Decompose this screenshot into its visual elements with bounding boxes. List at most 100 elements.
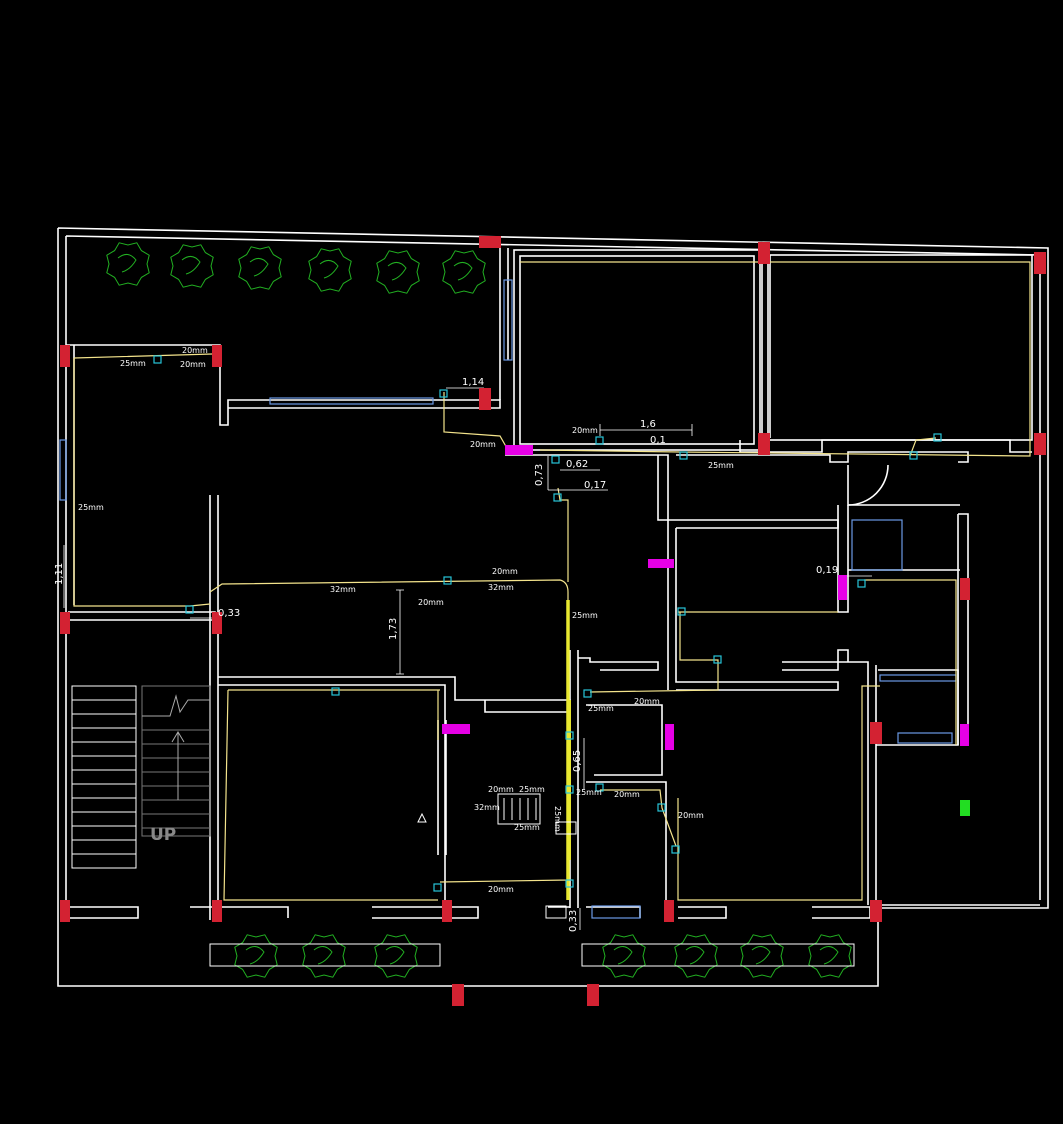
tree-leaf: [313, 946, 333, 965]
dimension-labels: 1,14 1,6 0,1 0,62 0,73 0,17 0,19 1,11 0,…: [54, 377, 838, 932]
pipe-fitting-icon: [185, 605, 194, 614]
pipe-bath-link: [600, 789, 677, 847]
tree-leaf: [245, 946, 265, 965]
pipe-fitting-icon: [551, 455, 560, 464]
hall-wall-bottom: [218, 684, 446, 905]
floor-drain-icon: [960, 800, 970, 816]
stair-break-line: [142, 694, 210, 717]
pipe-fitting-icon: [565, 785, 574, 794]
tree-symbol-icon: [302, 934, 346, 978]
room-top-middle: [513, 249, 761, 451]
pipe-label: 25mm: [120, 359, 146, 368]
window-bottom: [591, 905, 641, 919]
pipe-label: 20mm: [678, 811, 704, 820]
stairs: [71, 685, 211, 869]
pipe-kitchen-loop: [589, 611, 838, 693]
room-top-right-wall: [761, 255, 771, 450]
tree-outline: [442, 250, 486, 294]
outer-boundary-wall: [57, 227, 1049, 987]
dimension-label: 1,11: [54, 563, 65, 585]
tree-symbol-icon: [674, 934, 718, 978]
stair-up-label: UP: [150, 825, 176, 845]
door-swing: [847, 464, 889, 506]
pipe-fitting-icon: [671, 845, 680, 854]
pipe-topright-link: [909, 437, 937, 457]
bath-box: [586, 704, 663, 776]
top-middle-wall: [499, 240, 509, 400]
column-icon: [1034, 433, 1046, 455]
dimension-label: 0,1: [650, 435, 666, 446]
pipe-fitting-icon: [583, 689, 592, 698]
tree-symbol-icon: [374, 934, 418, 978]
pipe-top-corridor: [443, 261, 1031, 457]
planter-right: [581, 943, 855, 967]
pipe-label: 25mm: [514, 823, 540, 832]
pipe-label: 20mm: [470, 440, 496, 449]
column-icon: [60, 900, 70, 922]
column-icon: [60, 612, 70, 634]
pipe-label: 25mm: [708, 461, 734, 470]
mini-stair: [545, 905, 567, 919]
tree-outline: [234, 934, 278, 978]
pipe-label: 32mm: [474, 803, 500, 812]
radiator-icon: [505, 445, 533, 455]
pipe-label: 20mm: [572, 426, 598, 435]
pipes: [73, 261, 1031, 901]
tree-leaf: [751, 946, 771, 965]
pipe-fitting-icon: [553, 493, 562, 502]
tree-symbol-icon: [170, 244, 214, 288]
column-icon: [442, 900, 452, 922]
stair-outline-2: [141, 685, 211, 837]
tree-leaf: [249, 258, 269, 277]
pipe-fitting-icon: [153, 355, 162, 364]
tree-outline: [302, 934, 346, 978]
column-icon: [479, 236, 501, 248]
dimension-lines: [63, 387, 872, 930]
tree-outline: [106, 242, 150, 286]
tree-symbol-icon: [106, 242, 150, 286]
tree-symbol-icon: [376, 250, 420, 294]
stair-treads: [72, 699, 210, 855]
column-icon: [212, 345, 222, 367]
pipe-right-loop: [677, 685, 880, 901]
tree-leaf: [613, 946, 633, 965]
pipe-fitting-icon: [933, 433, 942, 442]
radiator-icon: [648, 559, 674, 568]
dimension-label: 0,33: [218, 608, 240, 619]
tree-outline: [374, 934, 418, 978]
dimension-label: 0,62: [566, 459, 588, 470]
tree-leaf: [453, 262, 473, 281]
column-icon: [212, 612, 222, 634]
pipe-fitting-icon: [595, 783, 604, 792]
heaters: [442, 445, 969, 750]
tree-outline: [674, 934, 718, 978]
tree-outline: [308, 248, 352, 292]
dim-line-1-6: [599, 424, 693, 436]
pipe-fitting-icon: [677, 607, 686, 616]
tree-symbol-icon: [740, 934, 784, 978]
column-icon: [960, 578, 970, 600]
pipe-label: 20mm: [182, 346, 208, 355]
pipe-label: 25mm: [519, 785, 545, 794]
tree-symbol-icon: [442, 250, 486, 294]
pipe-fitting-icon: [433, 883, 442, 892]
radiator-icon: [665, 724, 674, 750]
column-icon: [758, 433, 770, 455]
bath-wall: [437, 720, 447, 855]
dimension-label: 0,19: [816, 565, 838, 576]
pipe-fitting-icon: [909, 451, 918, 460]
dimension-label: 1,73: [388, 618, 399, 640]
pipe-fitting-icon: [565, 731, 574, 740]
pipe-size-labels: 20mm 20mm 25mm 20mm 20mm 25mm 25mm 20mm …: [78, 346, 734, 894]
tree-outline: [238, 246, 282, 290]
tree-symbol-icon: [602, 934, 646, 978]
pipe-label: 25mm: [576, 788, 602, 797]
column-icon: [479, 388, 491, 410]
tree-leaf: [385, 946, 405, 965]
pipe-label: 25mm: [588, 704, 614, 713]
pipe-fitting-icon: [857, 579, 866, 588]
pipe-fitting-icon: [679, 451, 688, 460]
window-upper-living: [269, 397, 434, 405]
column-icon: [1034, 252, 1046, 274]
bath-fixture: [417, 793, 577, 919]
